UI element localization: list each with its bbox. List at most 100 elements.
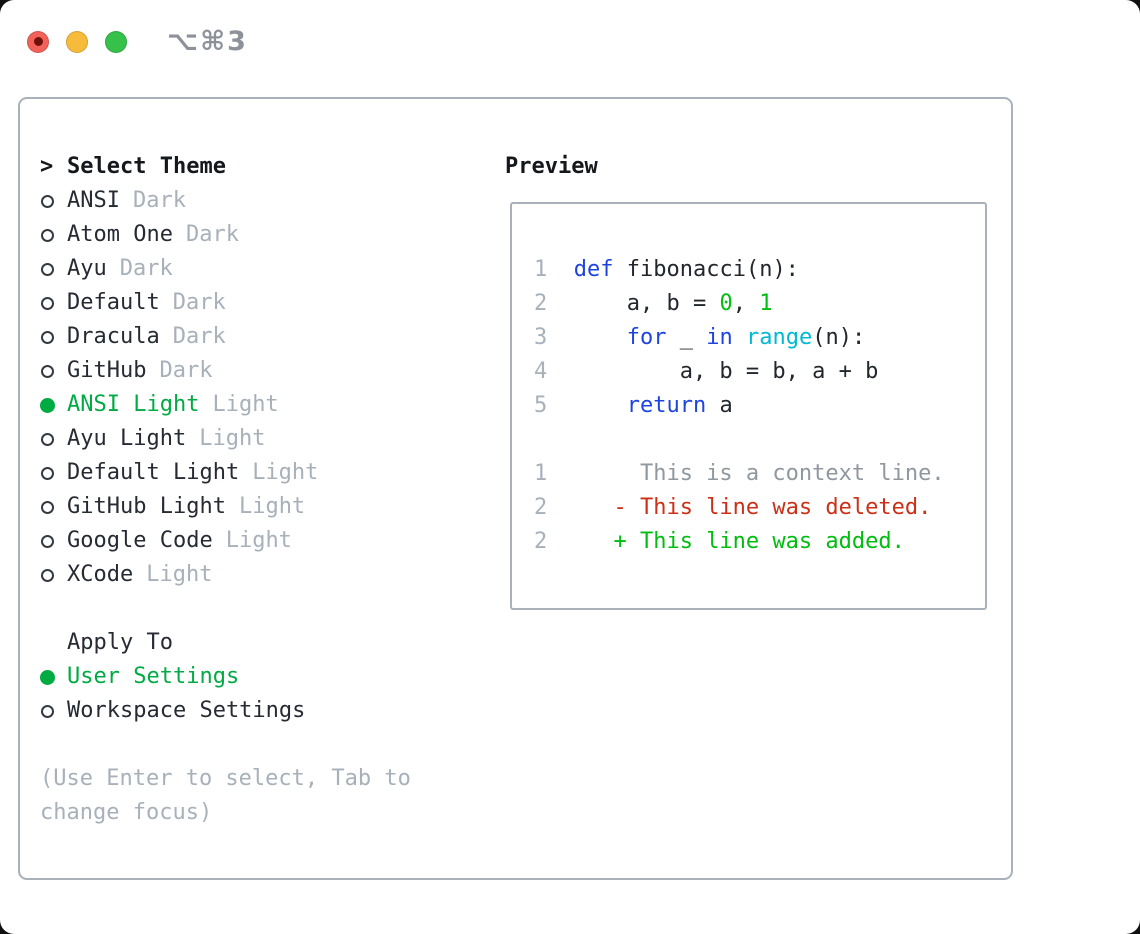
code-line: 5 return a [534,389,985,423]
select-theme-header-label: Select Theme [67,154,226,179]
theme-badge: Dark [132,188,186,213]
code-token: in [706,325,733,350]
theme-option-xcode[interactable]: XCode Light [40,558,490,592]
radio-icon [40,296,67,310]
theme-option-ansi-light[interactable]: ANSI Light Light [40,388,490,422]
theme-name: GitHub Light [67,494,226,519]
radio-selected-icon [40,397,67,413]
spacer [40,728,490,762]
radio-icon [40,364,67,378]
code-token [733,325,746,350]
code-line: 2 + This line was added. [534,525,985,559]
unsaved-dot-icon [33,37,43,46]
apply-option-workspace-settings[interactable]: Workspace Settings [40,694,490,728]
radio-icon [40,194,67,208]
apply-option-label: Workspace Settings [67,698,306,723]
code-token: return [626,393,707,418]
theme-badge: Light [252,460,319,485]
code-line: 2 a, b = 0, 1 [534,287,985,321]
line-number: 3 [534,325,548,350]
theme-option-ansi[interactable]: ANSI Dark [40,184,490,218]
theme-option-ayu[interactable]: Ayu Dark [40,252,490,286]
code-token: _ [666,325,707,350]
theme-badge: Light [238,494,306,519]
line-number: 2 [534,495,548,520]
code-token: a, b = b, a + b [547,359,879,384]
theme-badge: Dark [185,222,239,247]
theme-badge: Dark [159,358,213,383]
apply-to-header-label: Apply To [67,630,173,655]
line-number: 4 [534,359,548,384]
hint-text: (Use Enter to select, Tab to [40,766,411,791]
code-token: + This line was added. [547,529,905,554]
code-line: 1 This is a context line. [534,457,985,491]
theme-option-atom-one[interactable]: Atom One Dark [40,218,490,252]
header-cursor-icon: > [40,154,54,179]
radio-icon [40,500,67,514]
apply-to-header: Apply To [40,626,490,660]
theme-name: GitHub [67,358,147,383]
code-token: def [573,257,614,282]
window-title: ⌥⌘3 [167,26,248,57]
theme-name: Dracula [67,324,160,349]
minimize-button[interactable] [66,30,88,53]
preview-header: Preview [505,154,598,179]
theme-badge: Dark [119,256,173,281]
theme-name: Default [67,290,160,315]
select-theme-header: > Select Theme [40,150,490,184]
code-token: a [706,393,733,418]
radio-selected-icon [40,669,67,685]
theme-badge: Light [146,562,213,587]
line-number: 1 [534,257,548,282]
radio-icon [40,432,67,446]
code-line: 2 - This line was deleted. [534,491,985,525]
theme-name: ANSI [67,188,120,213]
code-token: This is a context line. [547,461,945,486]
theme-badge: Light [225,528,292,553]
line-number: 5 [534,393,548,418]
theme-option-google-code[interactable]: Google Code Light [40,524,490,558]
code-token: range [745,325,813,350]
theme-name: ANSI Light [67,392,200,417]
radio-icon [40,534,67,548]
apply-option-user-settings[interactable]: User Settings [40,660,490,694]
theme-name: Atom One [67,222,173,247]
code-token [547,325,626,350]
hint-text: change focus) [40,800,213,825]
window-titlebar: ⌥⌘3 [27,26,248,57]
theme-name: Ayu [67,256,107,281]
theme-option-github[interactable]: GitHub Dark [40,354,490,388]
radio-icon [40,466,67,480]
theme-badge: Light [199,426,266,451]
line-number: 2 [534,291,548,316]
spacer [40,592,490,626]
close-button[interactable] [27,30,49,53]
zoom-button[interactable] [105,30,127,53]
code-line [534,423,985,457]
code-token [547,393,626,418]
apply-option-label: User Settings [67,664,240,689]
theme-badge: Light [212,392,279,417]
code-token: (n): [812,325,866,350]
radio-icon [40,330,67,344]
radio-icon [40,262,67,276]
code-line: 1 def fibonacci(n): [534,253,985,287]
code-token: for [626,325,667,350]
radio-icon [40,704,67,718]
code-line: 3 for _ in range(n): [534,321,985,355]
code-line: 4 a, b = b, a + b [534,355,985,389]
radio-icon [40,568,67,582]
theme-name: Google Code [67,528,213,553]
theme-option-github-light[interactable]: GitHub Light Light [40,490,490,524]
theme-name: XCode [67,562,134,587]
code-token: fibonacci(n): [613,257,799,282]
line-number: 1 [534,461,548,486]
